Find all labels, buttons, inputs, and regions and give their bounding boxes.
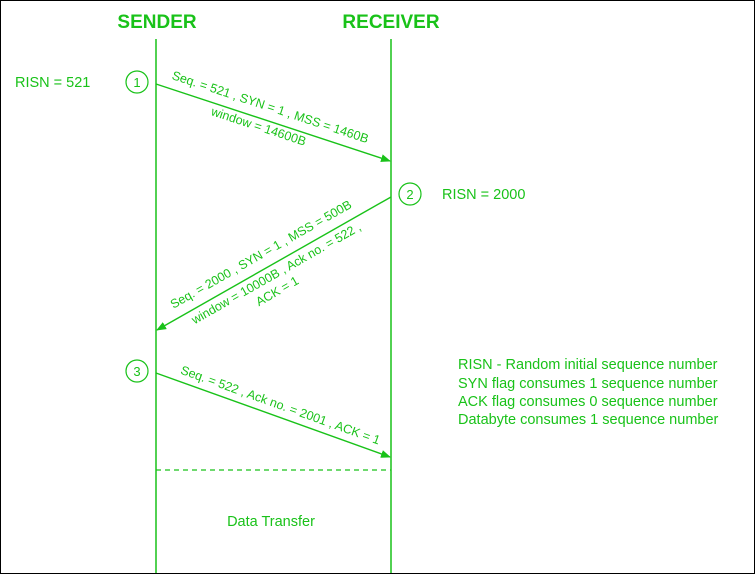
syn-arrow [155,83,391,162]
step-2-circle [398,182,422,206]
ack-label-group: Seq. = 522 , Ack no. = 2001 , ACK = 1 [179,363,382,447]
note-item: ACK flag consumes 0 sequence number [458,394,718,410]
note-item: SYN flag consumes 1 sequence number [458,376,718,392]
syn-label-group: Seq. = 521 , SYN = 1 , MSS = 1460B windo… [170,68,370,148]
step-3-number: 3 [133,364,140,379]
syn-ack-label-group: Seq. = 2000 , SYN = 1 , MSS = 500B windo… [168,198,364,328]
syn-ack-arrow [156,196,392,331]
step-2-number: 2 [406,187,413,202]
receiver-isn-label: RISN = 2000 [442,187,525,203]
notes-block: RISN - Random initial sequence number SY… [458,357,719,428]
sender-header: SENDER [117,12,196,33]
step-1-number: 1 [133,75,140,90]
sender-isn-label: RISN = 521 [15,75,90,91]
receiver-header: RECEIVER [342,12,439,33]
note-item: RISN - Random initial sequence number [458,357,718,373]
step-3-circle [125,359,149,383]
step-1-circle [125,70,149,94]
data-transfer-label: Data Transfer [227,514,315,530]
ack-label-line1: Seq. = 522 , Ack no. = 2001 , ACK = 1 [179,363,382,447]
ack-arrow [155,372,391,458]
note-item: Databyte consumes 1 sequence number [458,412,719,428]
